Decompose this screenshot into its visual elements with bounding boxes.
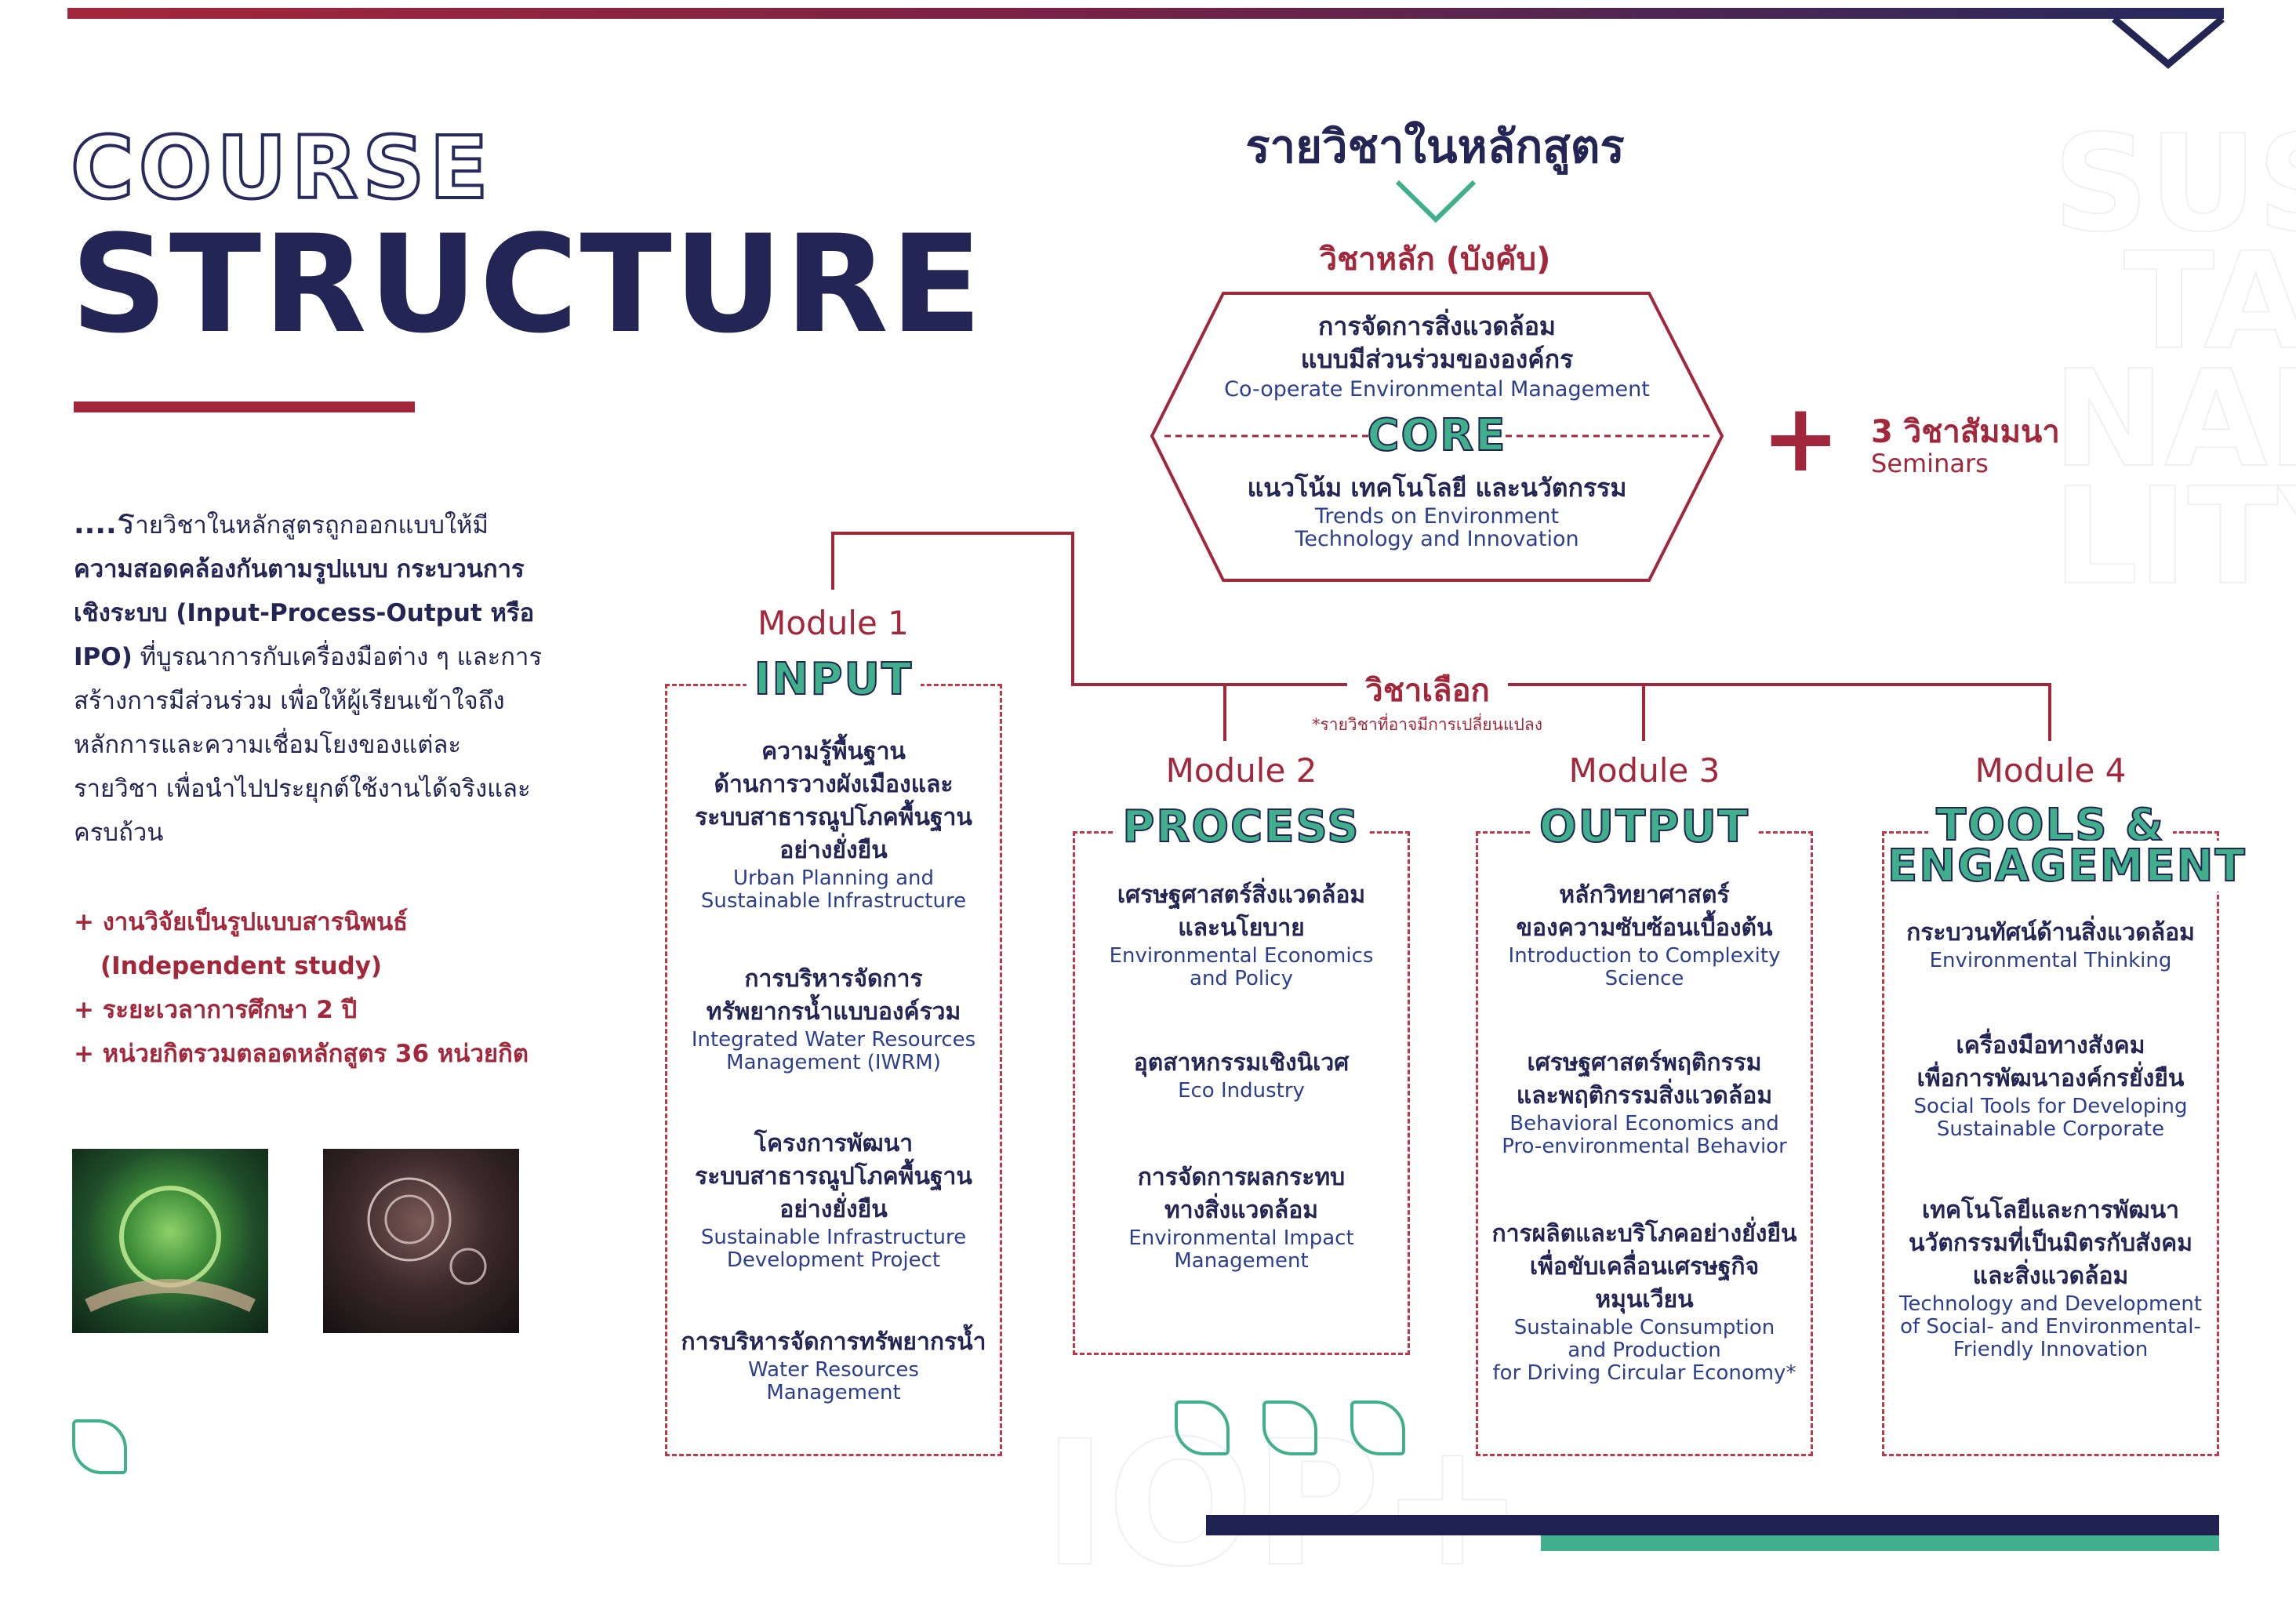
course-behavioral-economics: เศรษฐศาสตร์พฤติกรรมและพฤติกรรมสิ่งแวดล้อ… (1502, 1049, 1787, 1158)
photo-green-earth (72, 1149, 268, 1333)
course-tech-innovation: เทคโนโลยีและการพัฒนานวัตกรรมที่เป็นมิตรก… (1898, 1197, 2203, 1361)
course-social-tools: เครื่องมือทางสังคมเพื่อการพัฒนาองค์กรยั่… (1913, 1032, 2188, 1141)
leaf-icon (1350, 1401, 1405, 1455)
course-infrastructure-project: โครงการพัฒนาระบบสาธารณูปโภคพื้นฐานอย่างย… (695, 1130, 972, 1272)
curriculum-title: รายวิชาในหลักสูตร (1245, 120, 1625, 173)
fact-research-sub: (Independent study) (100, 952, 383, 980)
heading-course: COURSE (69, 116, 493, 220)
leaf-icon (1262, 1401, 1317, 1455)
module-4-title: TOOLS & ENGAGEMENT (1884, 800, 2250, 892)
leaf-icon (72, 1419, 127, 1474)
module-2-label: Module 2 (1165, 751, 1317, 790)
module-1-box: INPUT ความรู้พื้นฐานด้านการวางผังเมืองแล… (665, 654, 1002, 1456)
module-2-box: PROCESS เศรษฐศาสตร์สิ่งแวดล้อมและนโยบาย … (1073, 801, 1410, 1355)
course-env-economics: เศรษฐศาสตร์สิ่งแวดล้อมและนโยบาย Environm… (1109, 881, 1374, 990)
module-1-title: INPUT (667, 654, 1000, 705)
course-impact-management: การจัดการผลกระทบทางสิ่งแวดล้อม Environme… (1128, 1164, 1354, 1273)
photo-tech-hand (323, 1149, 519, 1333)
fact-duration: + ระยะเวลาการศึกษา 2 ปี (74, 996, 358, 1024)
seminar-en: Seminars (1871, 449, 1989, 478)
watermark-sustainability: SUS TAI NAB LITY (2052, 107, 2296, 615)
module-1-label: Module 1 (757, 604, 909, 642)
module-3-title: OUTPUT (1478, 801, 1811, 852)
leaf-icon (1175, 1401, 1230, 1455)
core-course-2: แนวโน้ม เทคโนโลยี และนวัตกรรม Trends on … (1247, 473, 1627, 551)
fact-research: + งานวิจัยเป็นรูปแบบสารนิพนธ์ (74, 908, 409, 936)
chevron-down-icon (1395, 180, 1477, 223)
core-hexagon (1150, 292, 1724, 582)
required-courses-label: วิชาหลัก (บังคับ) (1319, 242, 1551, 278)
core-label: CORE (1366, 410, 1507, 461)
fact-credits: + หน่วยกิตรวมตลอดหลักสูตร 36 หน่วยกิต (74, 1040, 529, 1068)
module-4-label: Module 4 (1974, 751, 2127, 790)
bottom-accent-bar-green (1541, 1535, 2219, 1551)
course-env-thinking: กระบวนทัศน์ด้านสิ่งแวดล้อม Environmental… (1906, 919, 2195, 972)
seminar-label: 3 วิชาสัมมนา (1871, 414, 2060, 450)
module-3-label: Module 3 (1568, 751, 1720, 790)
corner-chevron-icon (2112, 16, 2225, 69)
heading-structure: STRUCTURE (71, 205, 984, 363)
program-facts: + งานวิจัยเป็นรูปแบบสารนิพนธ์ (Independe… (74, 900, 576, 1076)
core-course-1: การจัดการสิ่งแวดล้อม แบบมีส่วนร่วมขององค… (1224, 311, 1650, 401)
course-water-resources: การบริหารจัดการทรัพยากรน้ำ Water Resourc… (681, 1328, 986, 1404)
heading-underline (74, 401, 415, 412)
intro-paragraph: ....รายวิชาในหลักสูตรถูกออกแบบให้มี ความ… (74, 502, 543, 847)
course-eco-industry: อุตสาหกรรมเชิงนิเวศ Eco Industry (1133, 1049, 1350, 1103)
module-4-box: TOOLS & ENGAGEMENT กระบวนทัศน์ด้านสิ่งแว… (1882, 800, 2250, 1456)
course-sustainable-consumption: การผลิตและบริโภคอย่างยั่งยืนเพื่อขับเคลื… (1491, 1220, 1797, 1385)
bottom-accent-bar (1206, 1515, 2219, 1535)
course-urban-planning: ความรู้พื้นฐานด้านการวางผังเมืองและระบบส… (695, 738, 972, 913)
elective-label: วิชาเลือก (1365, 673, 1490, 709)
module-3-box: OUTPUT หลักวิทยาศาสตร์ของความซับซ้อนเบื้… (1476, 801, 1813, 1456)
top-accent-bar (67, 8, 2224, 19)
plus-icon: + (1761, 384, 1840, 493)
course-complexity-science: หลักวิทยาศาสตร์ของความซับซ้อนเบื้องต้น I… (1508, 881, 1781, 990)
course-iwrm: การบริหารจัดการทรัพยากรน้ำแบบองค์รวม Int… (691, 965, 976, 1074)
elective-note: *รายวิชาที่อาจมีการเปลี่ยนแปลง (1312, 715, 1542, 734)
module-2-title: PROCESS (1075, 801, 1408, 852)
